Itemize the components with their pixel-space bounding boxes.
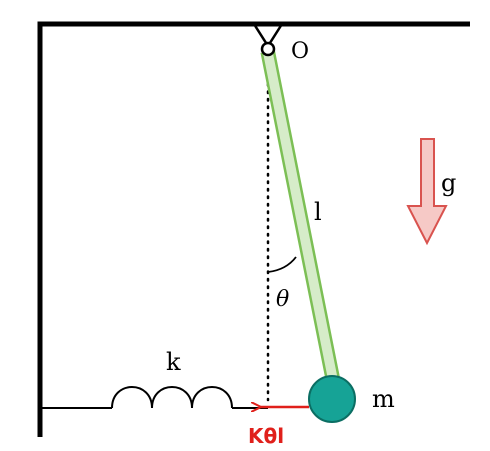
restoring-force-label: Kθl [248, 424, 284, 448]
pendulum-rod [260, 50, 343, 393]
pendulum-mass [308, 375, 356, 423]
angle-arc [267, 256, 297, 273]
down-arrow-icon [406, 138, 448, 246]
spring [111, 386, 268, 409]
length-label: l [314, 198, 322, 226]
spring-constant-label: k [166, 348, 181, 376]
pivot-label: O [291, 39, 309, 64]
gravity-label: g [441, 169, 456, 197]
hinge-icon [260, 41, 276, 57]
angle-label: θ [276, 287, 289, 312]
ceiling-and-wall [37, 21, 470, 437]
mass-label: m [372, 385, 395, 413]
